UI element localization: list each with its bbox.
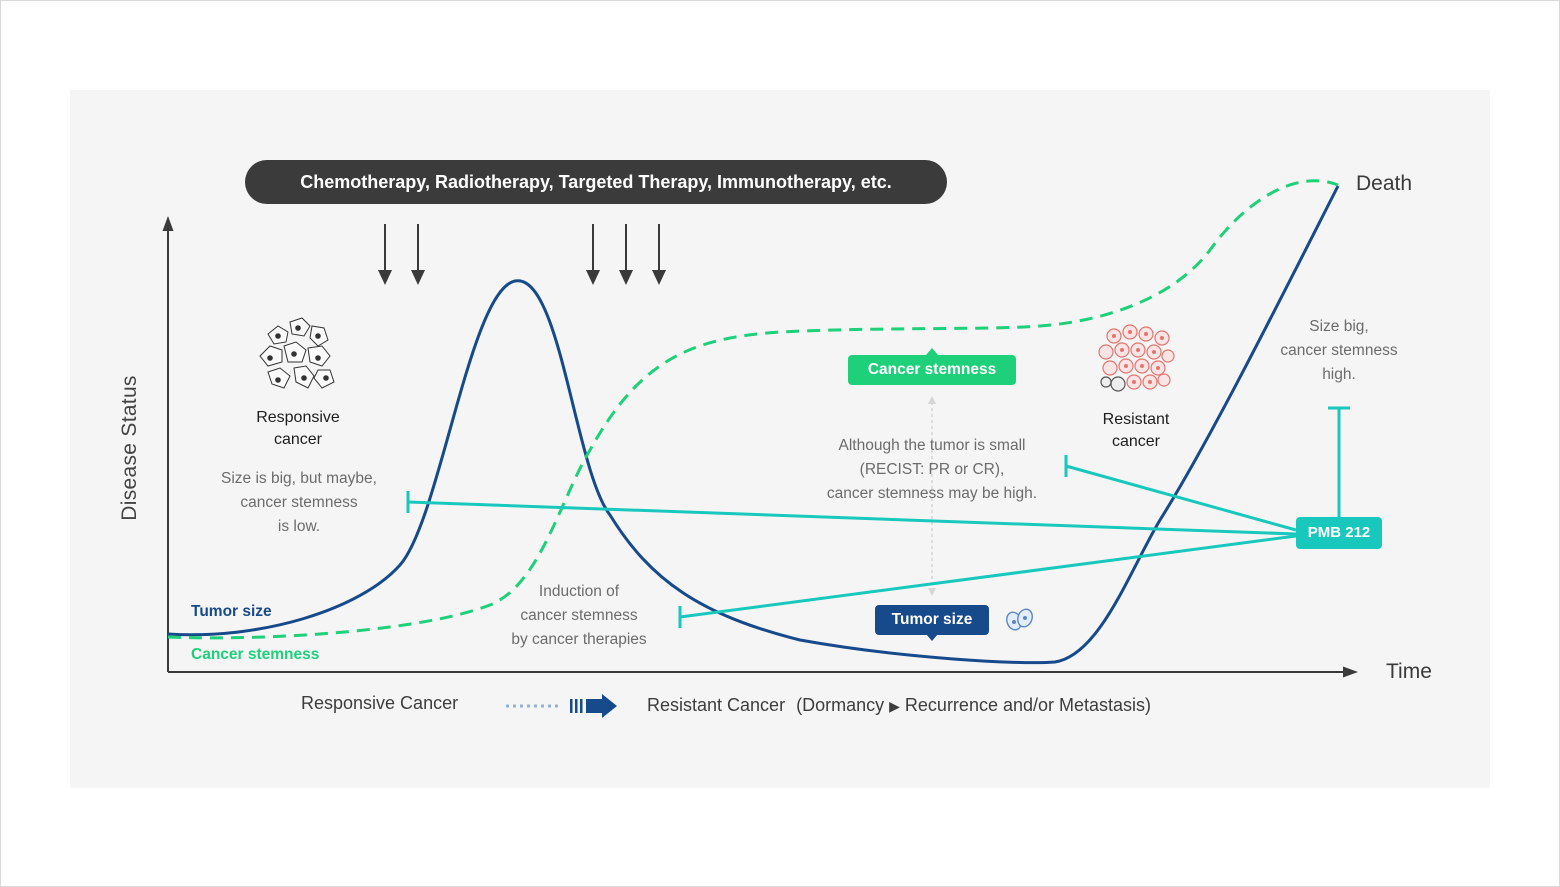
- triangle-icon: ▶: [889, 698, 900, 714]
- tumor-size-tag: Tumor size: [875, 605, 989, 635]
- legend-tumor-size: Tumor size: [191, 603, 272, 620]
- y-axis-arrowhead: [162, 216, 174, 231]
- transition-arrow-icon: [506, 694, 617, 718]
- note-tumor-small: Although the tumor is small (RECIST: PR …: [826, 437, 1038, 502]
- faint-arrow-up: [928, 396, 936, 404]
- responsive-cancer-label: Responsive cancer: [256, 409, 340, 448]
- stemness-tag-pointer: [926, 348, 938, 355]
- treatment-arrows: [378, 224, 666, 285]
- therapy-banner: Chemotherapy, Radiotherapy, Targeted The…: [245, 160, 947, 204]
- cancer-stemness-tag: Cancer stemness: [848, 355, 1016, 385]
- pmb-inhibition-lines: [406, 406, 1350, 628]
- note-size-big-stemness-high: Size big, cancer stemness high.: [1280, 318, 1398, 383]
- red-cell-cluster-icon: [1098, 324, 1175, 392]
- legend-cancer-stemness: Cancer stemness: [191, 646, 320, 663]
- note-induction: Induction of cancer stemness by cancer t…: [511, 583, 647, 648]
- x-axis-arrowhead: [1343, 666, 1358, 678]
- small-cell-icon: [1006, 608, 1033, 631]
- resistant-cancer-label: Resistant cancer: [1102, 411, 1170, 450]
- tumor-size-curve: [167, 185, 1340, 665]
- y-axis-label: Disease Status: [118, 375, 141, 521]
- tumor-tag-pointer: [926, 634, 938, 641]
- x-axis-label: Time: [1386, 660, 1432, 683]
- death-label: Death: [1356, 172, 1413, 195]
- bottom-resistant-cancer: Resistant Cancer (Dormancy ▶ Recurrence …: [647, 695, 1152, 715]
- faint-arrow-down: [928, 588, 936, 596]
- cell-cluster-icon: [259, 317, 335, 389]
- pmb-212-tag: PMB 212: [1296, 517, 1382, 549]
- cancer-stemness-curve: [167, 179, 1339, 640]
- bottom-responsive-cancer: Responsive Cancer: [301, 693, 459, 713]
- note-size-big-stemness-low: Size is big, but maybe, cancer stemness …: [221, 470, 377, 535]
